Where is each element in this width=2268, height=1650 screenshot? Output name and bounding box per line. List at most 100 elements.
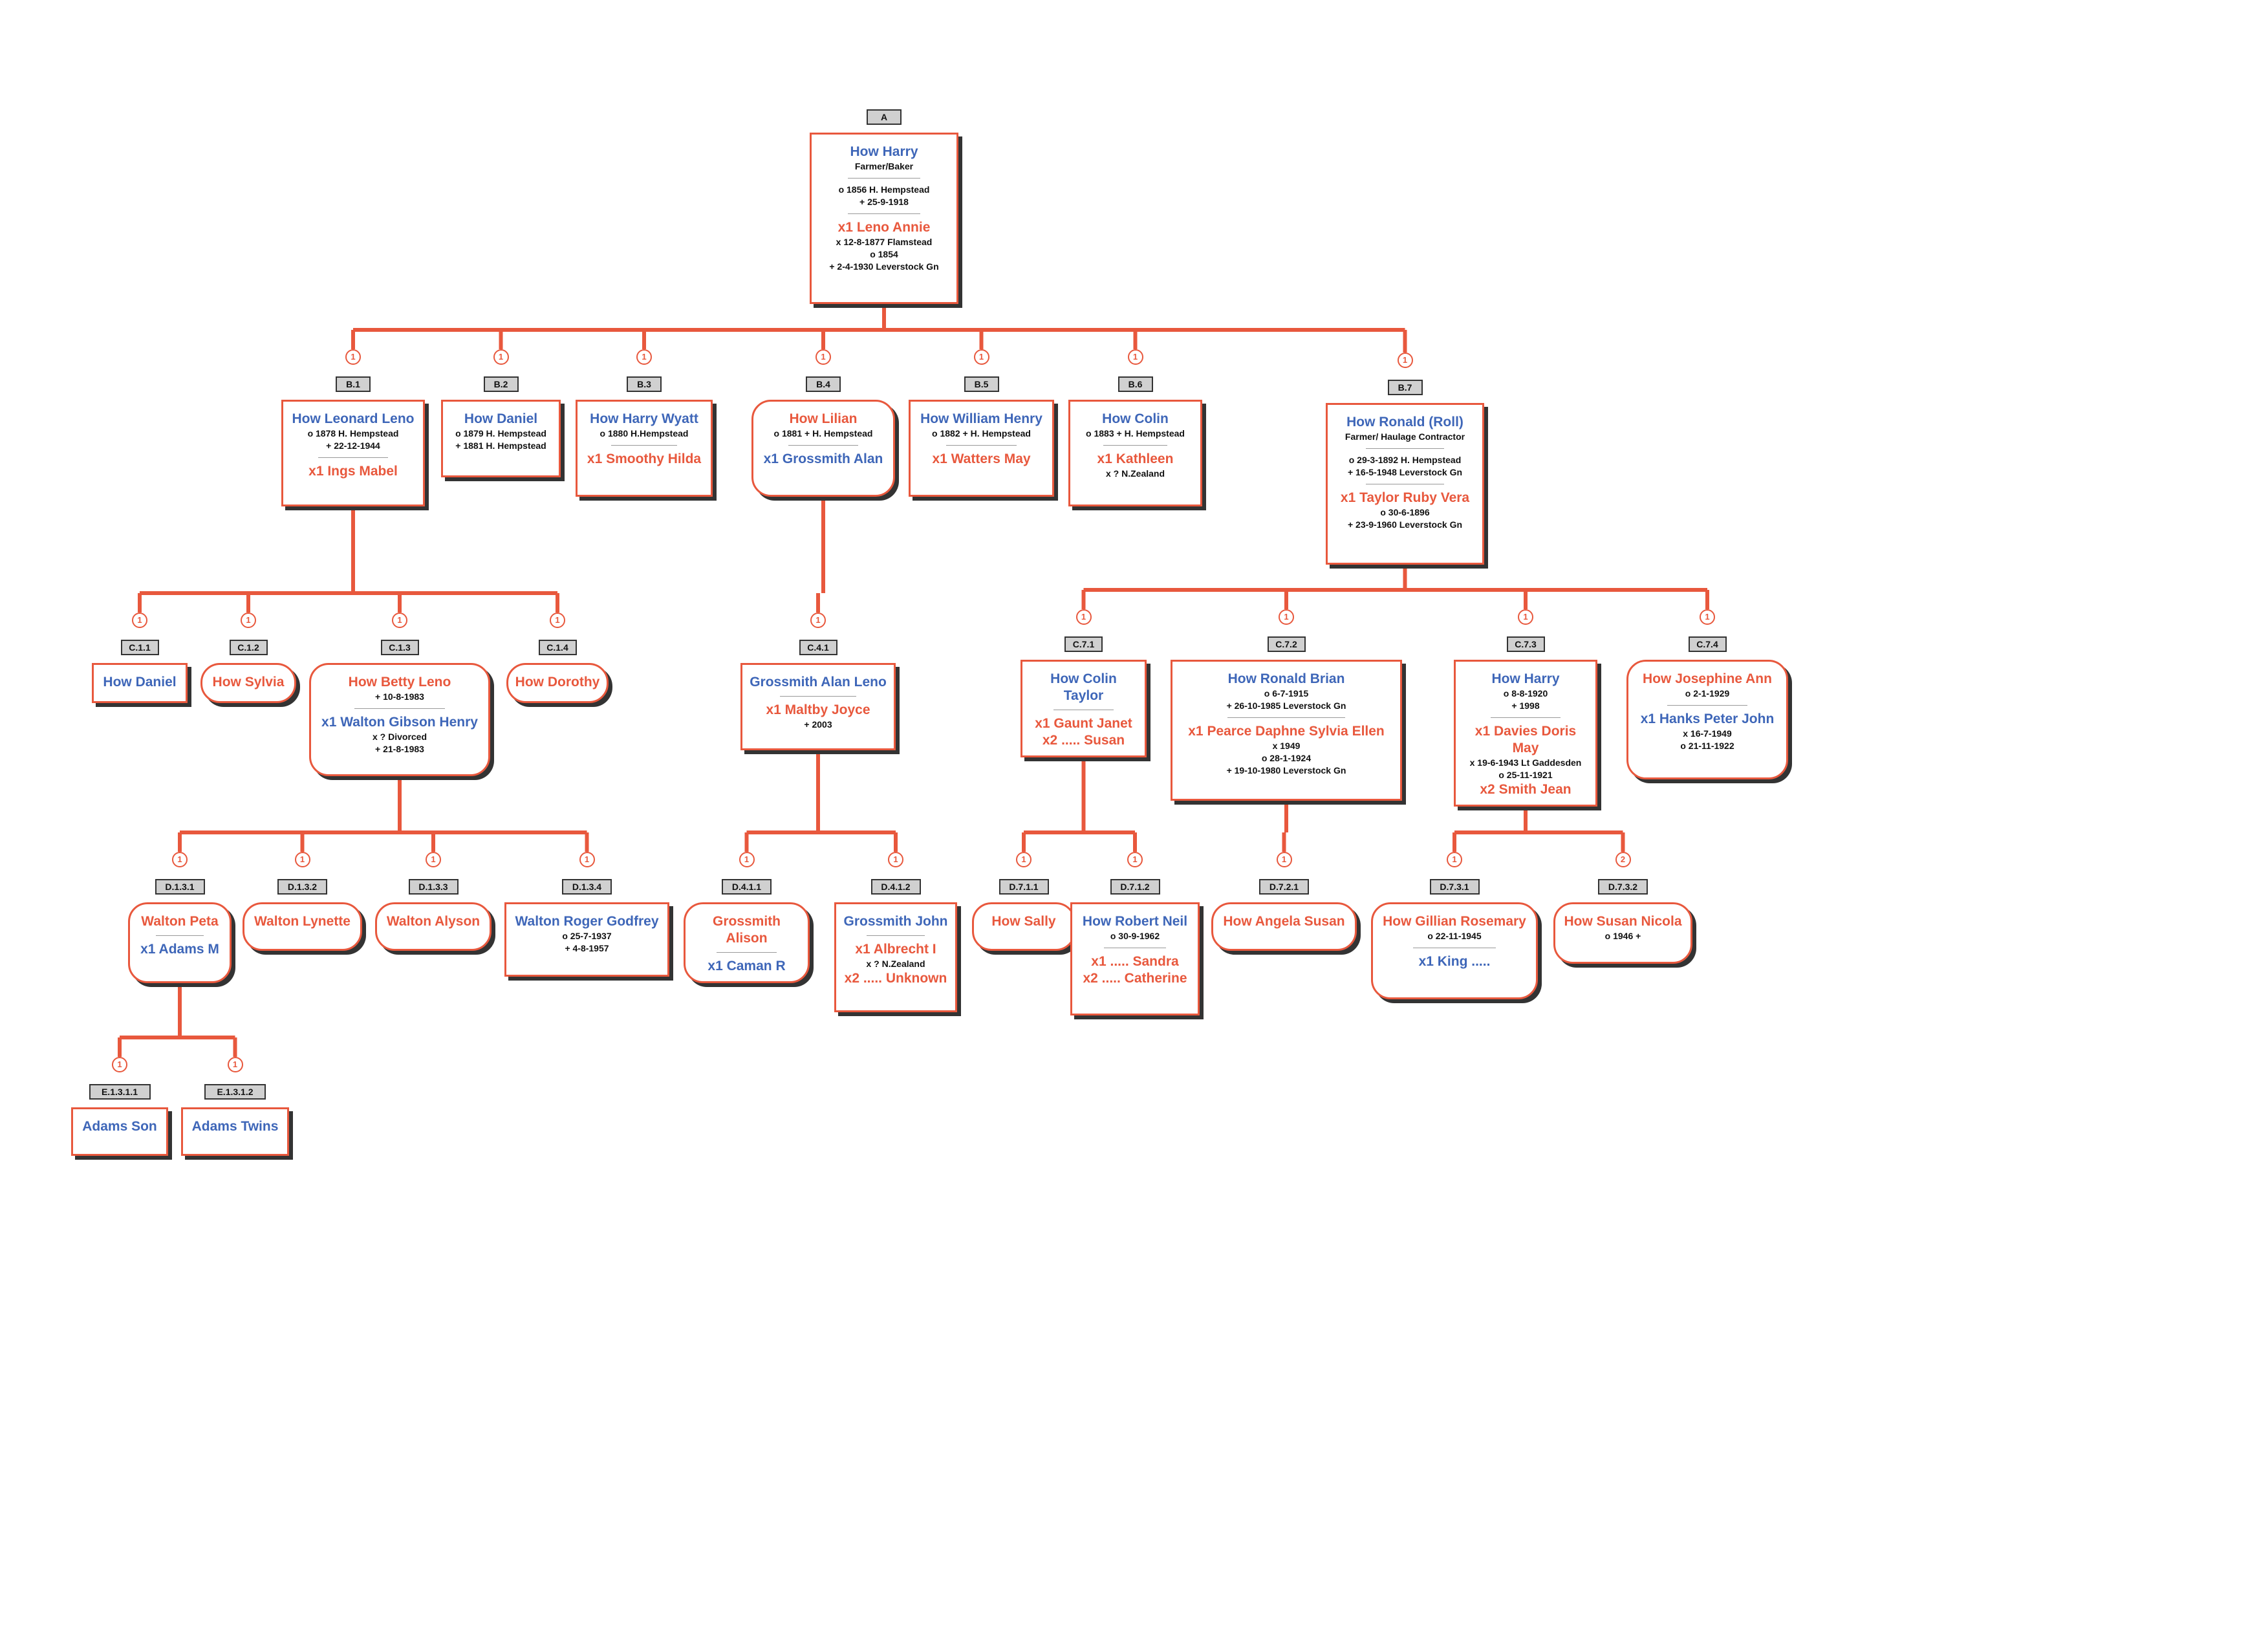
spouse-detail: x 16-7-1949	[1683, 728, 1732, 739]
person-card-b7[interactable]: How Ronald (Roll) Farmer/ Haulage Contrac…	[1326, 403, 1484, 565]
spouse-detail: x 12-8-1877 Flamstead	[836, 237, 933, 247]
divider	[847, 178, 921, 179]
person-card-d132[interactable]: Walton Lynette	[243, 902, 362, 951]
person-name: How Harry	[1491, 671, 1560, 686]
divider	[1667, 705, 1747, 706]
person-name: How Angela Susan	[1223, 914, 1345, 929]
spouse-detail: + 2003	[804, 719, 832, 730]
person-name: How Colin	[1102, 411, 1169, 426]
spouse-name: x1 Watters May	[932, 451, 1031, 466]
spouse-name: x1 Ings Mabel	[308, 464, 398, 479]
person-detail: o 6-7-1915	[1264, 688, 1309, 699]
person-name: Grossmith Alison	[712, 914, 781, 946]
person-name: How Ronald (Roll)	[1346, 415, 1463, 429]
person-detail: + 25-9-1918	[859, 197, 909, 207]
person-name: How Colin Taylor	[1050, 671, 1117, 703]
divider	[1103, 445, 1168, 446]
person-card-d721[interactable]: How Angela Susan	[1211, 902, 1357, 951]
spouse-name: x1 Hanks Peter John	[1640, 711, 1775, 726]
person-card-d711[interactable]: How Sally	[972, 902, 1075, 951]
person-card-d411[interactable]: Grossmith Alison x1 Caman R	[684, 902, 810, 983]
spouse-name: x1 Taylor Ruby Vera	[1340, 490, 1470, 505]
person-name: How Susan Nicola	[1564, 914, 1682, 929]
node-label-d731: D.7.3.1	[1429, 879, 1480, 895]
relation-marker: 1	[227, 1057, 243, 1072]
person-name: How Leonard Leno	[292, 411, 415, 426]
person-detail: Farmer/ Haulage Contractor	[1345, 431, 1465, 442]
person-name: How Gillian Rosemary	[1383, 914, 1526, 929]
person-detail: o 22-11-1945	[1427, 931, 1482, 941]
person-card-d133[interactable]: Walton Alyson	[375, 902, 491, 951]
person-card-e1311[interactable]: Adams Son	[71, 1107, 168, 1156]
node-label-c72: C.7.2	[1267, 636, 1306, 652]
person-detail: + 22-12-1944	[326, 440, 380, 451]
divider	[788, 445, 858, 446]
relation-marker: 1	[973, 349, 989, 365]
person-card-c14[interactable]: How Dorothy	[506, 663, 609, 703]
person-name: How Harry	[850, 144, 918, 159]
divider	[610, 445, 678, 446]
spouse-name: x2 Smith Jean	[1480, 782, 1571, 797]
spouse-name: x1 Caman R	[707, 959, 786, 973]
relation-marker: 1	[112, 1057, 127, 1072]
person-detail: + 4-8-1957	[565, 943, 609, 953]
person-detail: o 1880 H.Hempstead	[599, 428, 689, 439]
node-label-d132: D.1.3.2	[277, 879, 327, 895]
relation-marker: 1	[1276, 852, 1292, 867]
node-label-d134: D.1.3.4	[562, 879, 612, 895]
spouse-name: x1 ..... Sandra	[1091, 954, 1179, 969]
node-label-b2: B.2	[483, 376, 519, 392]
person-name: How Dorothy	[515, 675, 600, 689]
person-name: Grossmith John	[843, 914, 948, 929]
person-card-d412[interactable]: Grossmith John x1 Albrecht I x ? N.Zealand…	[834, 902, 957, 1012]
spouse-name: x1 Gaunt Janet	[1035, 716, 1132, 731]
divider	[866, 935, 925, 936]
spouse-name: x2 ..... Unknown	[844, 971, 947, 986]
person-detail: o 29-3-1892 H. Hempstead	[1348, 455, 1462, 465]
node-label-b3: B.3	[627, 376, 662, 392]
person-card-c11[interactable]: How Daniel	[92, 663, 188, 703]
node-label-d712: D.7.1.2	[1110, 879, 1160, 895]
person-detail: o 1856 H. Hempstead	[838, 184, 930, 195]
node-label-e1312: E.1.3.1.2	[204, 1084, 266, 1100]
node-label-c12: C.1.2	[229, 640, 268, 655]
person-detail: o 1881 + H. Hempstead	[773, 428, 873, 439]
person-card-c12[interactable]: How Sylvia	[200, 663, 296, 703]
relation-marker: 1	[1397, 353, 1413, 368]
spouse-name: x1 Leno Annie	[837, 220, 931, 235]
relation-marker: 1	[1700, 609, 1715, 625]
spouse-name: x1 Albrecht I	[855, 942, 936, 957]
person-name: How Lilian	[789, 411, 858, 426]
person-name: Walton Alyson	[386, 914, 481, 929]
person-detail: o 1883 + H. Hempstead	[1086, 428, 1185, 439]
relation-marker: 1	[392, 613, 407, 628]
node-label-c73: C.7.3	[1506, 636, 1545, 652]
person-card-e1312[interactable]: Adams Twins	[181, 1107, 289, 1156]
person-name: How William Henry	[920, 411, 1042, 426]
node-label-d133: D.1.3.3	[408, 879, 459, 895]
node-label-d711: D.7.1.1	[999, 879, 1049, 895]
spouse-detail: x ? N.Zealand	[866, 959, 925, 969]
node-label-e1311: E.1.3.1.1	[89, 1084, 151, 1100]
divider	[318, 457, 388, 458]
